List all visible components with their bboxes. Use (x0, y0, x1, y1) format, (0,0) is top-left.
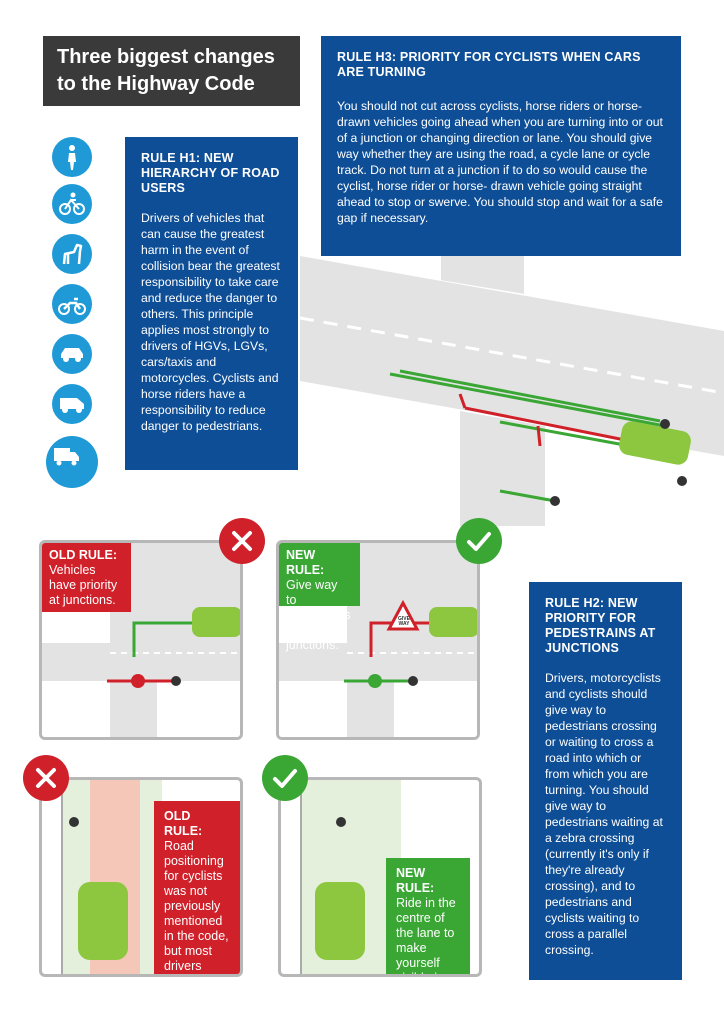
rule-h1-body: Drivers of vehicles that can cause the g… (141, 211, 280, 433)
rule-h1-title: RULE H1: NEW HIERARCHY OF ROAD USERS (141, 151, 280, 195)
side-road-south (460, 411, 545, 526)
car-top-view (619, 421, 691, 465)
junction-new-body: Give way to pedestrians at junctions. (286, 578, 351, 652)
lorry-icon (46, 436, 98, 488)
cyclist-priority-illustration (300, 256, 724, 526)
car-turn-arrow (464, 406, 631, 443)
junction-new-label: NEW RULE: Give way to pedestrians at jun… (279, 543, 360, 652)
cyclist-path-arrow (499, 489, 556, 503)
check-badge-icon (456, 518, 502, 564)
position-old-title: OLD RULE: (164, 809, 203, 838)
bicycle-icon (52, 184, 92, 224)
pedestrian-figure (171, 676, 181, 686)
page-title-line-1: Three biggest changes (57, 46, 275, 68)
side-road-north (440, 256, 525, 294)
pedestrian-icon (52, 137, 92, 177)
car-top-view (429, 607, 477, 637)
cross-badge-icon (23, 755, 69, 801)
rule-h2-title: RULE H2: NEW PRIORITY FOR PEDESTRAINS AT… (545, 596, 656, 655)
main-road (300, 256, 724, 456)
car-icon (52, 334, 92, 374)
position-old-diagram (61, 780, 162, 974)
junction-new-panel: GIVE WAY NEW RULE: Give way to pedestria… (276, 540, 480, 740)
give-way-sign-text: GIVE WAY (398, 616, 410, 627)
page-title-line-2: to the Highway Code (57, 73, 255, 95)
motorcycle-icon (52, 284, 92, 324)
car-top-view (78, 882, 128, 960)
position-new-panel: NEW RULE: Ride in the centre of the lane… (278, 777, 482, 977)
position-old-panel: OLD RULE: Road positioning for cyclists … (39, 777, 243, 977)
junction-new-title: NEW RULE: (286, 548, 325, 577)
check-badge-icon (262, 755, 308, 801)
check-mark-icon (368, 674, 382, 688)
van-icon (52, 384, 92, 424)
junction-old-label: OLD RULE: Vehicles have priority at junc… (42, 543, 131, 612)
car-top-view (192, 607, 240, 637)
rule-h3-body: You should not cut across cyclists, hors… (337, 99, 663, 225)
cyclist-path-arrow (499, 420, 631, 448)
rule-h3-title: RULE H3: PRIORITY FOR CYCLISTS WHEN CARS… (337, 50, 641, 79)
horse-icon (52, 234, 92, 274)
position-old-body: Road positioning for cyclists was not pr… (164, 839, 229, 973)
cross-mark-icon (131, 674, 145, 688)
cyclist-path-arrow (399, 369, 661, 423)
rule-h1-card: RULE H1: NEW HIERARCHY OF ROAD USERS Dri… (125, 137, 298, 470)
cross-badge-icon (219, 518, 265, 564)
position-new-body: Ride in the centre of the lane to make y… (396, 896, 456, 974)
car-top-view (315, 882, 365, 960)
position-new-diagram (300, 780, 401, 974)
position-old-label: OLD RULE: Road positioning for cyclists … (154, 801, 240, 974)
cyclist-figure (550, 496, 560, 506)
junction-old-title: OLD RULE: (49, 548, 118, 562)
cyclist-figure (336, 817, 346, 827)
car-turn-arrow (132, 621, 192, 657)
rule-h2-body: Drivers, motorcyclists and cyclists shou… (545, 671, 663, 957)
junction-old-panel: OLD RULE: Vehicles have priority at junc… (39, 540, 243, 740)
cyclist-path-arrow (389, 372, 666, 428)
cyclist-figure (660, 419, 670, 429)
junction-old-body: Vehicles have priority at junctions. (49, 563, 118, 607)
position-new-title: NEW RULE: (396, 866, 435, 895)
cyclist-figure (69, 817, 79, 827)
page-title: Three biggest changes to the Highway Cod… (43, 36, 300, 106)
car-turn-arrow (536, 425, 542, 447)
cyclist-figure (677, 476, 687, 486)
position-new-label: NEW RULE: Ride in the centre of the lane… (386, 858, 470, 974)
rule-h3-card: RULE H3: PRIORITY FOR CYCLISTS WHEN CARS… (321, 36, 681, 256)
rule-h2-card: RULE H2: NEW PRIORITY FOR PEDESTRAINS AT… (529, 582, 682, 980)
pedestrian-figure (408, 676, 418, 686)
car-turn-arrow (458, 393, 467, 409)
give-way-sign-icon (386, 599, 420, 631)
